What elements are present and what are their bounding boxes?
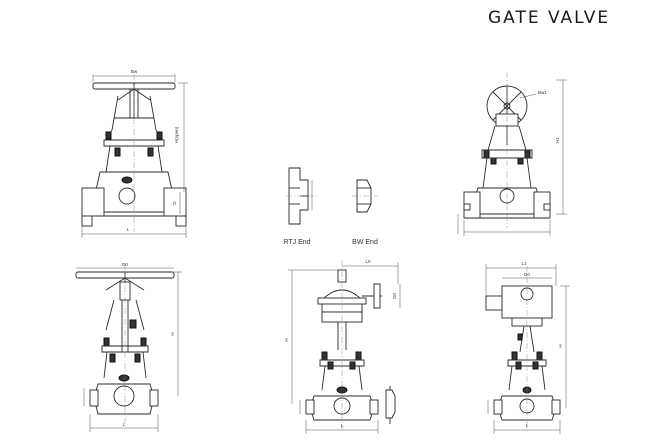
rtj-end-label: RTJ End (283, 239, 310, 246)
view-end-details: RTJ End BW End (283, 167, 378, 246)
dim-h-b: H (284, 338, 289, 341)
dim-l-c: L (526, 423, 529, 428)
dim-l-b: L (341, 423, 344, 428)
dim-d0-a: D0 (122, 262, 128, 267)
view-electric: L1 D0 H L (485, 261, 570, 434)
dim-l: L (127, 227, 130, 232)
view-actuator: L0 D0 H L (284, 259, 401, 434)
dim-h-c: H (558, 344, 563, 347)
dim-d: D (172, 201, 177, 205)
view-bevel-gear: Bw1 H1 (457, 72, 567, 236)
dim-h-a: H (170, 332, 175, 335)
dim-d0-b: D0 (392, 293, 397, 299)
dim-bw1: Bw1 (538, 90, 547, 95)
dim-l-a: L (123, 422, 126, 427)
bw-end-label: BW End (352, 239, 378, 246)
view-handwheel-flanged: Bw H(open) D L (81, 69, 188, 238)
dim-h-open: H(open) (174, 126, 179, 143)
dim-l1: L1 (521, 261, 527, 266)
dim-h1: H1 (555, 137, 560, 143)
drawing-title: GATE VALVE (488, 8, 611, 28)
dim-bw: Bw (131, 69, 138, 74)
dim-l0: L0 (365, 259, 371, 264)
view-handwheel-bw: D0 H L (75, 262, 182, 432)
dim-d0-c: D0 (524, 272, 530, 277)
